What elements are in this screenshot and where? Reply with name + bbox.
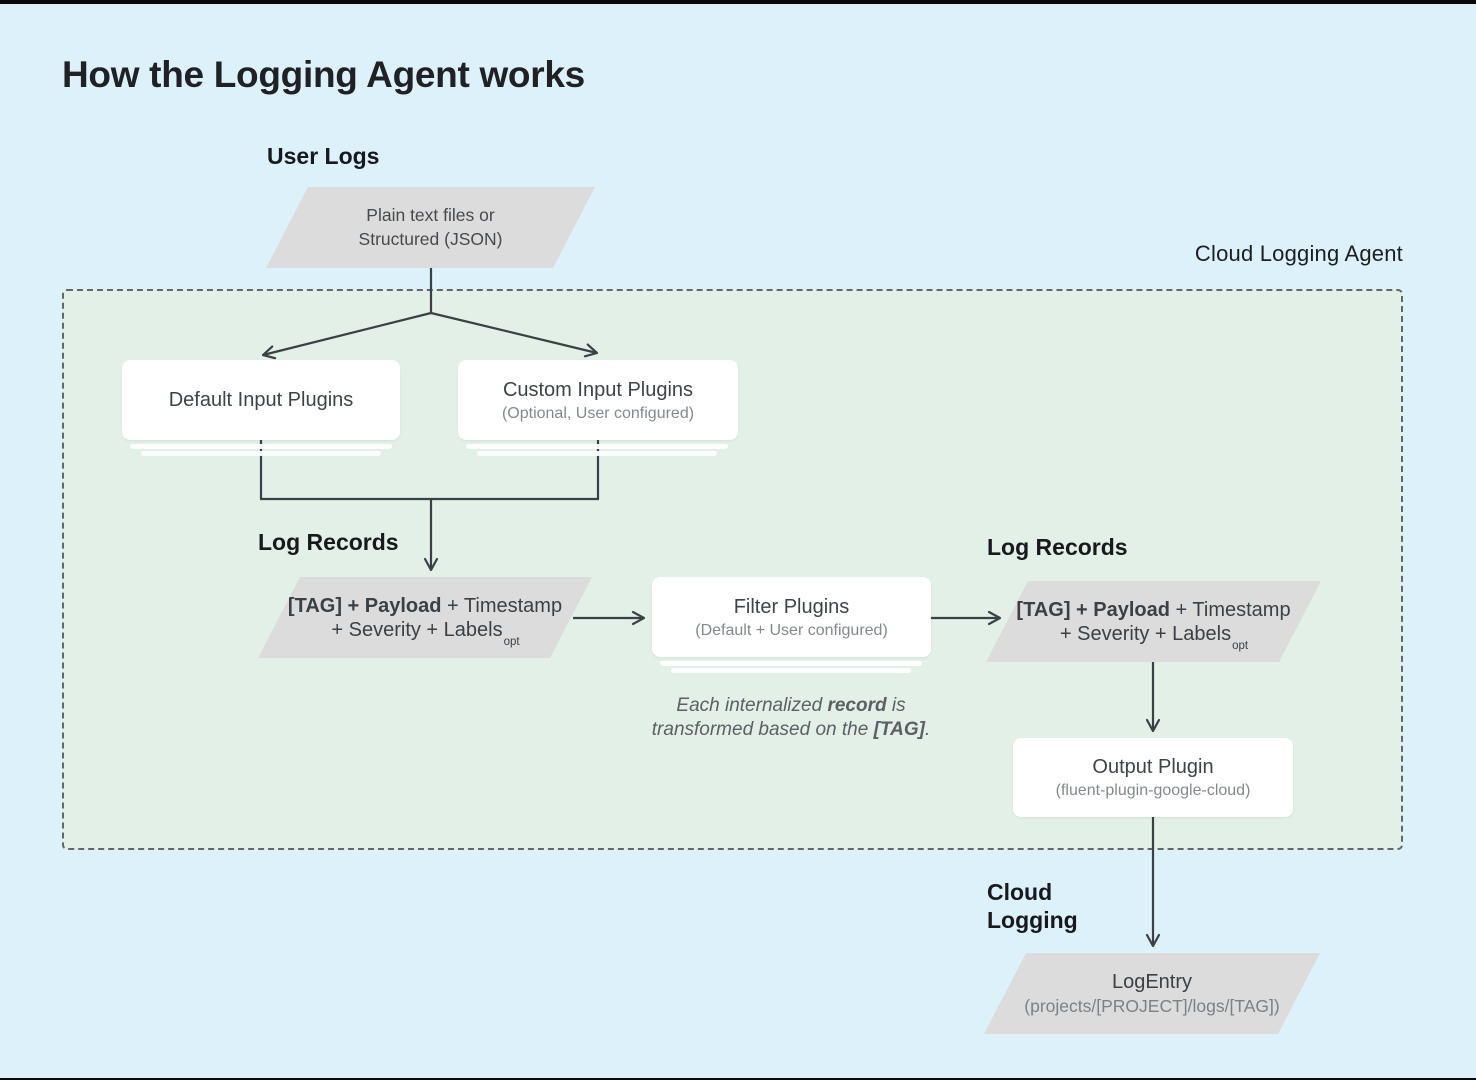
- node-text: [TAG] + Payload + Timestamp: [288, 594, 562, 618]
- user-logs-label: User Logs: [267, 143, 380, 169]
- stack-bar: [671, 668, 911, 673]
- node-output-plugin: Output Plugin (fluent-plugin-google-clou…: [1013, 738, 1293, 817]
- stack-bar: [466, 444, 728, 449]
- node-log-record-right: [TAG] + Payload + Timestamp + Severity +…: [986, 581, 1321, 662]
- log-record-subscript: opt: [503, 635, 520, 648]
- log-record-line2: + Severity + Labels: [1059, 622, 1232, 645]
- node-text: Plain text files or: [366, 205, 495, 225]
- cloud-logging-agent-label: Cloud Logging Agent: [1194, 241, 1403, 266]
- node-subtitle: (projects/[PROJECT]/logs/[TAG]): [1024, 996, 1280, 1016]
- log-record-line2: + Severity + Labels: [331, 618, 503, 641]
- node-title: Custom Input Plugins: [502, 378, 694, 401]
- node-text: + Severity + Labelsopt: [331, 618, 518, 642]
- node-custom-input-plugins: Custom Input Plugins (Optional, User con…: [458, 360, 738, 440]
- stack-bar: [141, 451, 381, 456]
- filter-note: Each internalized record is transformed …: [625, 694, 957, 741]
- log-records-right-label: Log Records: [987, 534, 1128, 560]
- node-title: Default Input Plugins: [168, 389, 354, 411]
- log-record-bold: [TAG] + Payload: [1016, 598, 1170, 621]
- node-title: Filter Plugins: [733, 595, 850, 618]
- node-text: Structured (JSON): [358, 228, 503, 249]
- filter-note-line2: transformed based on the [TAG].: [651, 718, 931, 740]
- log-record-subscript: opt: [1232, 639, 1249, 652]
- screen-edge-top: [0, 0, 1476, 4]
- node-user-logs-input: Plain text files or Structured (JSON): [266, 187, 595, 268]
- node-log-entry: LogEntry (projects/[PROJECT]/logs/[TAG]): [984, 953, 1320, 1034]
- stack-bar: [477, 451, 717, 456]
- log-record-bold: [TAG] + Payload: [287, 594, 442, 617]
- node-text: [TAG] + Payload + Timestamp: [1016, 598, 1290, 622]
- node-filter-plugins: Filter Plugins (Default + User configure…: [652, 577, 931, 657]
- node-log-record-left: [TAG] + Payload + Timestamp + Severity +…: [258, 577, 592, 658]
- node-title: Output Plugin: [1092, 756, 1214, 778]
- node-subtitle: (Default + User configured): [695, 621, 888, 639]
- node-subtitle: (Optional, User configured): [501, 404, 695, 422]
- arrow-branch-custom-input: [430, 311, 599, 358]
- node-default-input-plugins: Default Input Plugins: [122, 360, 400, 440]
- log-record-regular: + Timestamp: [1169, 598, 1291, 621]
- node-text: + Severity + Labelsopt: [1060, 622, 1247, 646]
- node-subtitle: (fluent-plugin-google-cloud): [1055, 782, 1251, 799]
- log-record-regular: + Timestamp: [441, 594, 563, 617]
- arrow-branch-default-input: [261, 311, 432, 360]
- stack-bar: [130, 444, 392, 449]
- log-records-left-label: Log Records: [258, 529, 399, 555]
- stack-bar: [660, 661, 922, 666]
- filter-note-line1: Each internalized record is: [676, 695, 906, 716]
- cloud-logging-label: Cloud Logging: [987, 879, 1078, 933]
- screen-edge-bottom: [0, 1078, 1476, 1080]
- node-title: LogEntry: [1111, 971, 1193, 993]
- page-title: How the Logging Agent works: [62, 54, 585, 95]
